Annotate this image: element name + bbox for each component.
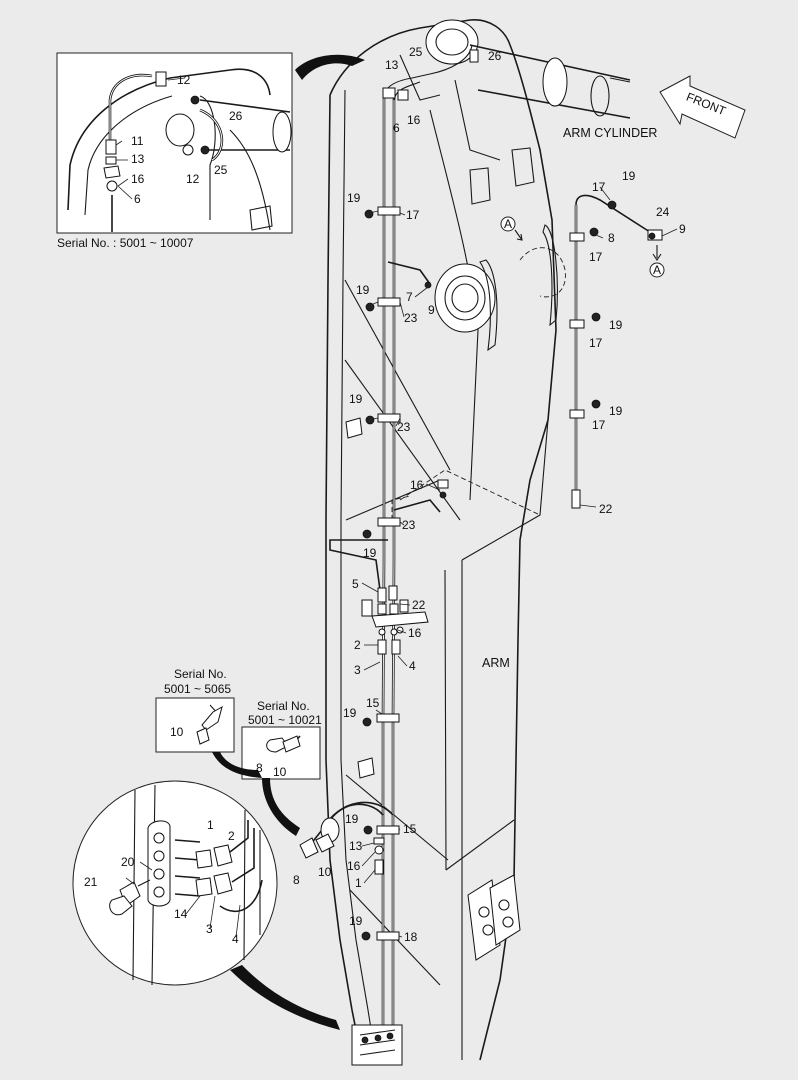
inset-pointer-serial — [212, 752, 262, 778]
svg-text:8: 8 — [256, 761, 263, 775]
svg-text:1: 1 — [207, 818, 214, 832]
svg-text:4: 4 — [232, 932, 239, 946]
callout-23: 23 — [404, 311, 418, 325]
svg-text:19: 19 — [363, 546, 377, 560]
svg-text:16: 16 — [410, 478, 424, 492]
svg-text:6: 6 — [134, 192, 141, 206]
svg-text:26: 26 — [229, 109, 243, 123]
callout-19: 19 — [347, 191, 361, 205]
svg-text:10: 10 — [273, 765, 287, 779]
callouts: 25 13 26 6 16 19 17 19 7 9 23 19 23 16 2… — [84, 45, 686, 946]
svg-text:12: 12 — [186, 172, 200, 186]
inset-top-left: Serial No. : 5001 ~ 10007 — [56, 52, 293, 250]
svg-text:5001 ~ 5065: 5001 ~ 5065 — [164, 682, 231, 696]
svg-text:17: 17 — [589, 250, 603, 264]
callout-21: 21 — [84, 875, 98, 889]
callout-1: 1 — [355, 876, 362, 890]
callout-11: 11 — [131, 134, 144, 148]
callout-9: 9 — [428, 303, 435, 317]
ref-a-top: A — [504, 217, 512, 231]
svg-text:19: 19 — [622, 169, 636, 183]
svg-text:23: 23 — [397, 420, 411, 434]
callout-25: 25 — [409, 45, 423, 59]
svg-text:16: 16 — [408, 626, 422, 640]
svg-text:13: 13 — [349, 839, 363, 853]
lower-left-fitting — [299, 817, 340, 859]
front-arrow-icon: FRONT — [659, 75, 746, 139]
inset-serial-b: Serial No. 5001 ~ 10021 — [241, 699, 322, 780]
svg-text:3: 3 — [206, 922, 213, 936]
callout-16: 16 — [407, 113, 421, 127]
callout-3: 3 — [354, 663, 361, 677]
callout-10: 10 — [318, 865, 332, 879]
callout-6: 6 — [393, 121, 400, 135]
svg-text:17: 17 — [589, 336, 603, 350]
callout-5: 5 — [352, 577, 359, 591]
svg-text:19: 19 — [609, 404, 623, 418]
svg-text:22: 22 — [599, 502, 613, 516]
inset-circle-detail — [72, 780, 278, 986]
callout-8: 8 — [293, 873, 300, 887]
svg-text:19: 19 — [345, 812, 359, 826]
leader-lines — [115, 77, 678, 938]
callout-24: 24 — [656, 205, 670, 219]
svg-text:19: 19 — [609, 318, 623, 332]
callout-12: 12 — [177, 73, 191, 87]
svg-text:19: 19 — [349, 914, 363, 928]
svg-text:19: 19 — [356, 283, 370, 297]
callout-26: 26 — [488, 49, 502, 63]
svg-text:23: 23 — [402, 518, 416, 532]
callout-18: 18 — [404, 930, 418, 944]
ref-marker-a: A A — [500, 216, 665, 278]
svg-text:10: 10 — [170, 725, 184, 739]
svg-text:19: 19 — [343, 706, 357, 720]
callout-2: 2 — [354, 638, 361, 652]
svg-text:8: 8 — [608, 231, 615, 245]
ref-a-right: A — [653, 263, 661, 277]
svg-text:15: 15 — [403, 822, 417, 836]
svg-text:13: 13 — [131, 152, 145, 166]
callout-22: 22 — [412, 598, 426, 612]
inset-pointer-top — [295, 54, 365, 80]
fitting-block — [361, 49, 663, 875]
arm-cylinder-label: ARM CYLINDER — [563, 126, 657, 140]
callout-14: 14 — [174, 907, 188, 921]
callout-7: 7 — [406, 290, 413, 304]
svg-text:2: 2 — [228, 829, 235, 843]
callout-15: 15 — [366, 696, 380, 710]
svg-text:16: 16 — [131, 172, 145, 186]
svg-text:9: 9 — [679, 222, 686, 236]
svg-text:19: 19 — [349, 392, 363, 406]
callout-17: 17 — [406, 208, 420, 222]
serial-top-label: Serial No. : 5001 ~ 10007 — [57, 236, 194, 250]
arm-cylinder — [469, 44, 631, 119]
svg-text:Serial No.: Serial No. — [174, 667, 227, 681]
svg-text:16: 16 — [347, 859, 361, 873]
bottom-fitting-target — [351, 1024, 403, 1066]
callout-13: 13 — [385, 58, 399, 72]
svg-text:5001 ~ 10021: 5001 ~ 10021 — [248, 713, 322, 727]
inset-pointer-bottom — [230, 965, 340, 1030]
svg-text:Serial No.: Serial No. — [257, 699, 310, 713]
svg-text:25: 25 — [214, 163, 228, 177]
arm-label: ARM — [482, 656, 510, 670]
svg-text:17: 17 — [592, 418, 606, 432]
callout-4: 4 — [409, 659, 416, 673]
inset-pointer-lower — [262, 778, 300, 836]
inset-serial-a: Serial No. 5001 ~ 5065 — [155, 667, 235, 753]
callout-20: 20 — [121, 855, 135, 869]
